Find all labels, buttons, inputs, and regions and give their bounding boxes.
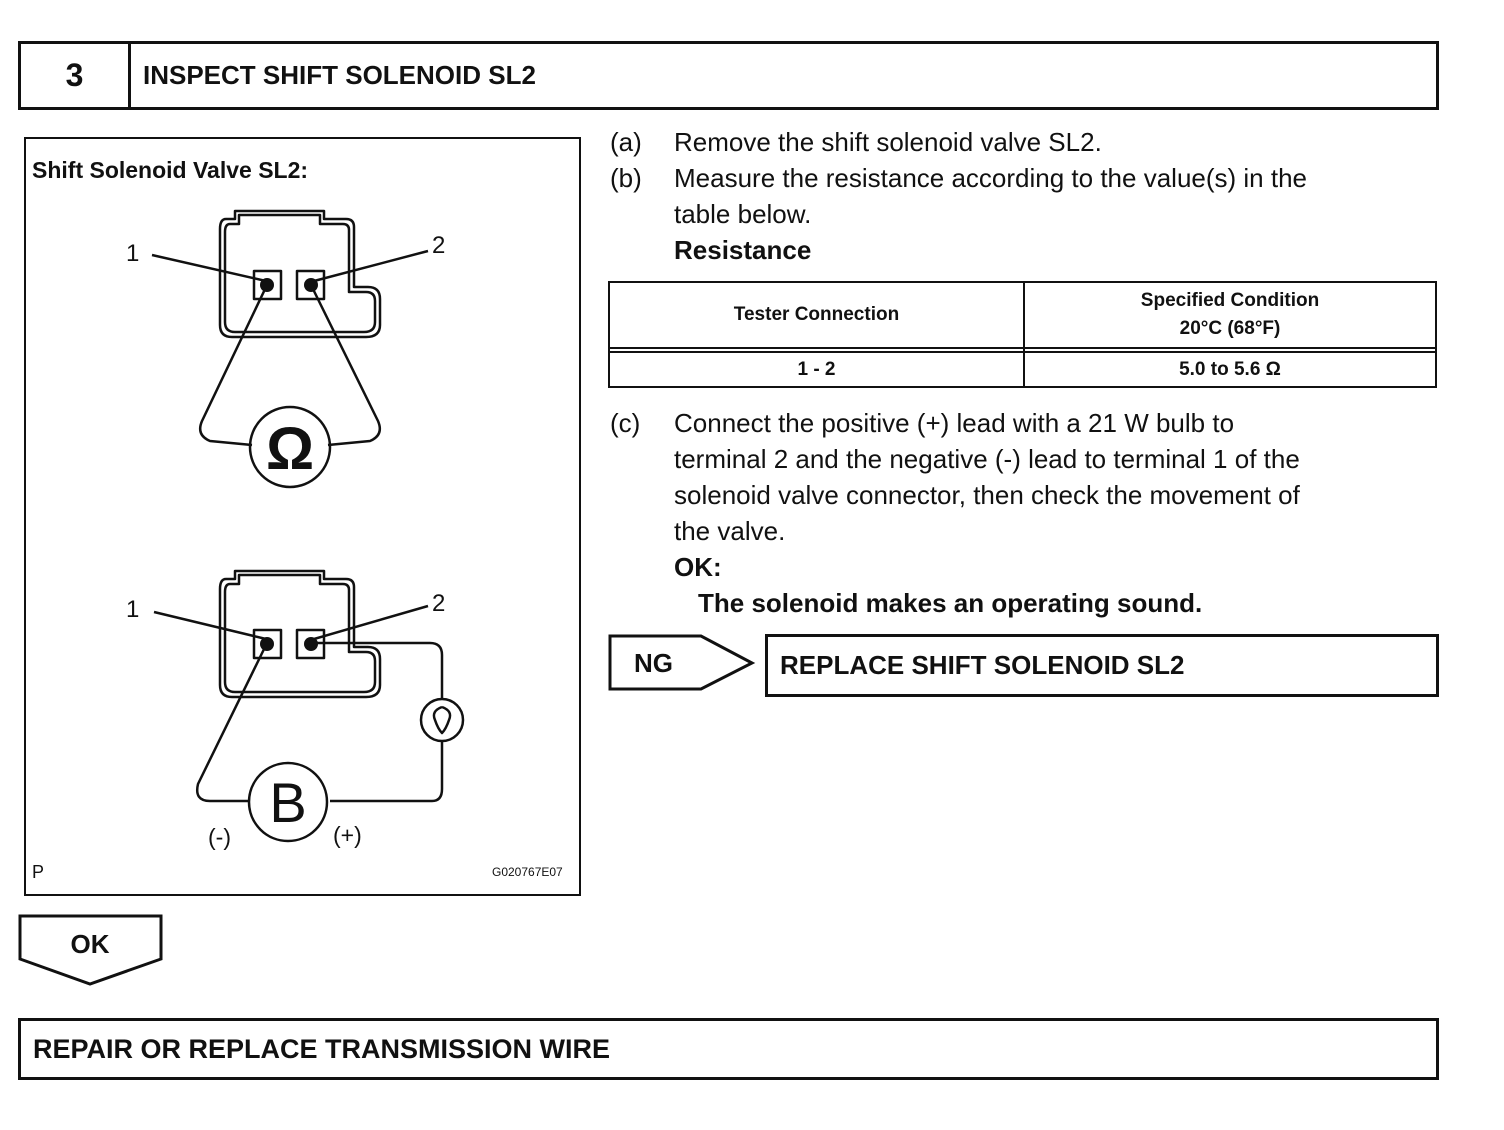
connector-diagram: 1 2 Ω 1 2 B (-) (+)	[126, 209, 465, 850]
step-c-line-3: solenoid valve connector, then check the…	[674, 480, 1300, 510]
resistance-heading: Resistance	[674, 235, 812, 265]
terminal-label-1-top: 1	[126, 240, 139, 267]
terminal-box-1	[252, 269, 283, 301]
ng-arrow: NG	[608, 634, 756, 691]
terminal-label-1-bottom: 1	[126, 596, 139, 623]
pointer-line-2-top	[313, 249, 429, 283]
step-c-line-4: the valve.	[674, 516, 786, 546]
ok-criteria-text: The solenoid makes an operating sound.	[698, 588, 1203, 618]
solenoid-figure: Shift Solenoid Valve SL2:	[24, 137, 581, 896]
table-header-condition-title: Specified Condition	[1140, 290, 1320, 311]
connector-outline-top	[218, 209, 382, 339]
terminal-label-2-bottom: 2	[432, 590, 445, 617]
terminal-pin-1	[260, 278, 274, 292]
step-a-text: Remove the shift solenoid valve SL2.	[674, 127, 1102, 157]
pointer-line-1-top	[151, 253, 267, 283]
step-a-label: (a)	[610, 127, 642, 157]
terminal-label-2-top: 2	[432, 232, 445, 259]
positive-label: (+)	[333, 822, 362, 848]
terminal-box-1-bottom	[252, 628, 283, 660]
terminal-pin-2	[304, 278, 318, 292]
battery	[247, 761, 329, 843]
terminal-pin-2-bottom	[304, 637, 318, 651]
step-b: (b) Measure the resistance according to …	[610, 160, 1440, 270]
ng-action-box: REPLACE SHIFT SOLENOID SL2	[765, 634, 1439, 697]
step-number: 3	[21, 44, 131, 107]
battery-symbol: B	[269, 771, 306, 834]
ohm-lead-left	[199, 284, 269, 447]
ok-action-box: REPAIR OR REPLACE TRANSMISSION WIRE	[18, 1018, 1439, 1080]
table-cell-condition: 5.0 to 5.6 Ω	[1179, 358, 1281, 380]
bulb-lead	[311, 641, 444, 699]
figure-code: G020767E07	[492, 865, 563, 879]
table-header-condition-temp: 20°C (68°F)	[1179, 318, 1281, 339]
table-header-connection: Tester Connection	[733, 304, 900, 325]
connector-inner-top	[223, 213, 377, 334]
bulb	[419, 697, 465, 743]
battery-pos-lead	[330, 741, 444, 803]
figure-corner-label: P	[32, 862, 45, 882]
step-c-line-2: terminal 2 and the negative (-) lead to …	[674, 444, 1300, 474]
battery-neg-lead	[196, 642, 269, 803]
pointer-line-2-bottom	[313, 604, 429, 641]
resistance-table: Tester Connection Specified Condition 20…	[608, 281, 1437, 388]
step-c-label: (c)	[610, 408, 641, 438]
bulb-filament	[432, 705, 452, 735]
pointer-line-1-bottom	[153, 610, 267, 641]
ohmmeter	[248, 405, 332, 489]
step-c: (c) Connect the positive (+) lead with a…	[610, 405, 1440, 621]
ok-arrow: OK	[18, 914, 163, 986]
ok-label: OK	[71, 929, 110, 959]
connector-outline-bottom	[218, 569, 382, 699]
step-title: INSPECT SHIFT SOLENOID SL2	[143, 60, 536, 90]
ohm-symbol: Ω	[266, 415, 314, 482]
step-a: (a) Remove the shift solenoid valve SL2.	[610, 124, 1440, 160]
ok-criteria-label: OK:	[674, 552, 722, 582]
step-c-line-1: Connect the positive (+) lead with a 21 …	[674, 408, 1235, 438]
ng-label: NG	[634, 648, 673, 678]
ohm-lead-right	[309, 284, 381, 447]
step-header: 3 INSPECT SHIFT SOLENOID SL2	[18, 41, 1439, 110]
terminal-pin-1-bottom	[260, 637, 274, 651]
table-cell-connection: 1 - 2	[797, 358, 836, 380]
terminal-box-2	[295, 269, 326, 301]
negative-label: (-)	[208, 824, 231, 850]
figure-title: Shift Solenoid Valve SL2:	[32, 157, 309, 183]
connector-inner-bottom	[223, 573, 377, 694]
step-b-label: (b)	[610, 163, 642, 193]
table-header-condition: Specified Condition 20°C (68°F)	[1025, 283, 1435, 347]
step-b-line-1: Measure the resistance according to the …	[674, 163, 1308, 193]
step-b-line-2: table below.	[674, 199, 812, 229]
